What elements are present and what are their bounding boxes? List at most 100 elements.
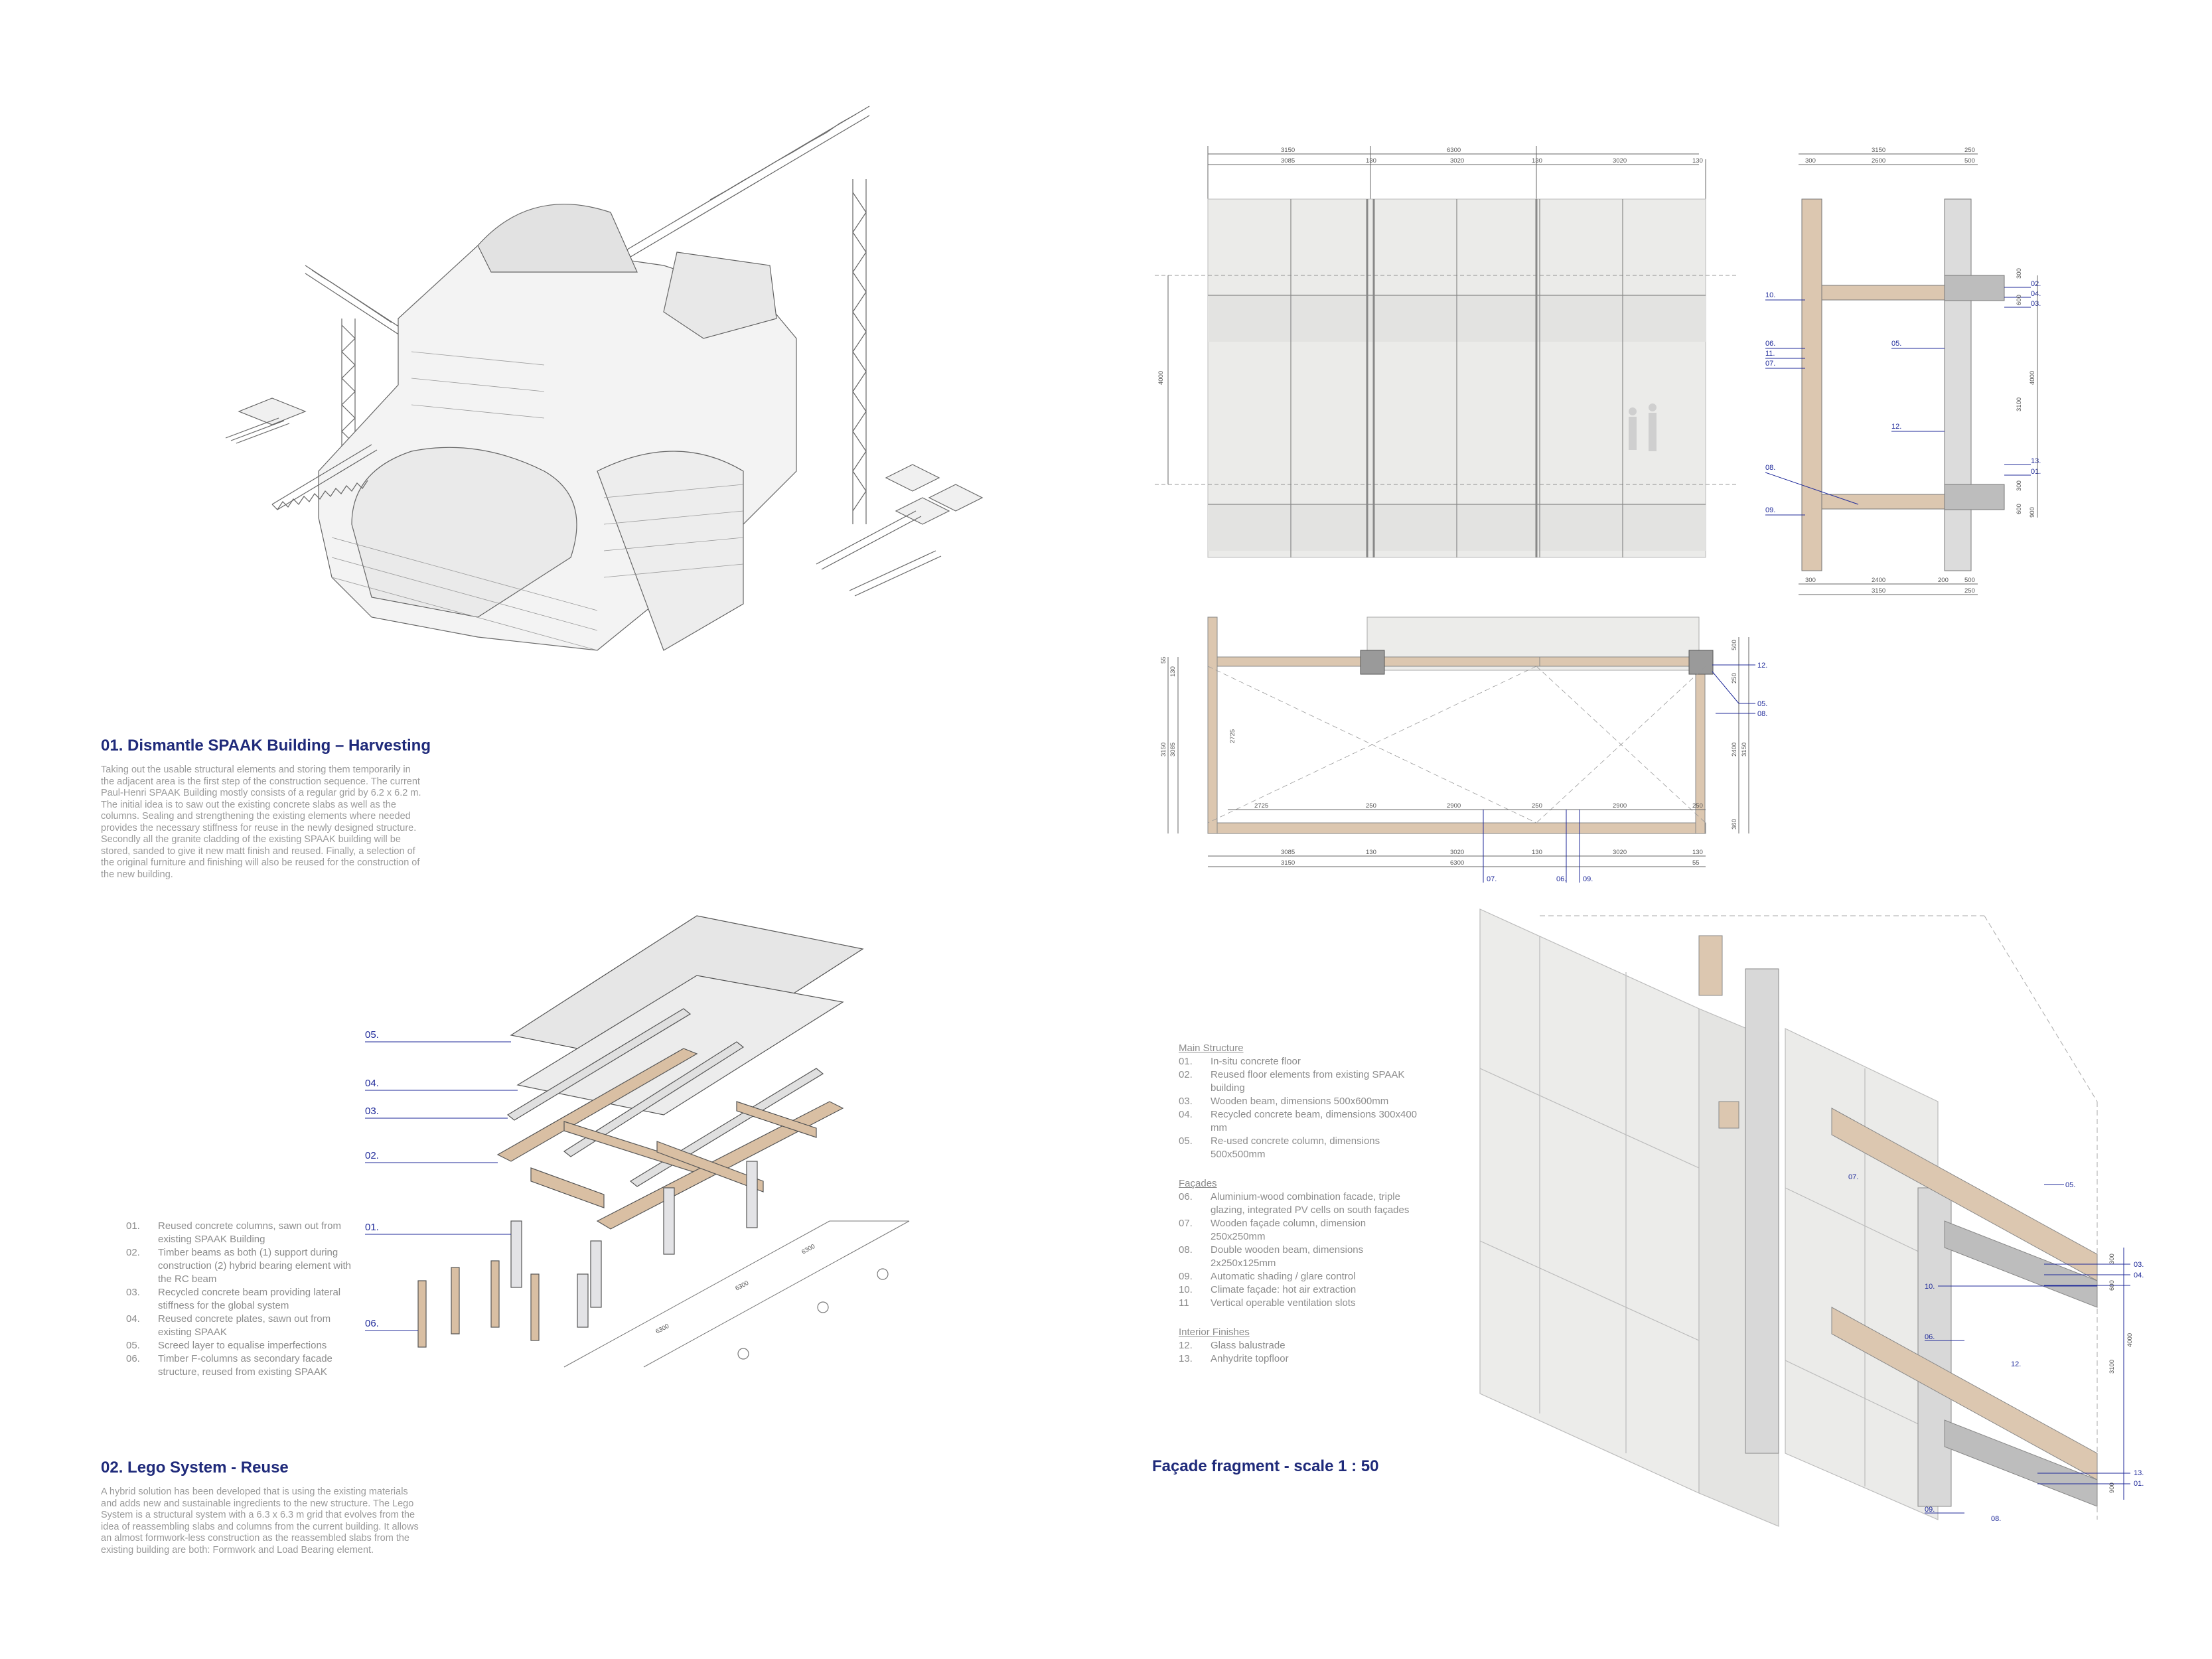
plan-dim: 130 <box>1169 666 1177 677</box>
lego-system-exploded-axon: 05. 04. 03. 02. 01. 06. 6300 6300 6300 <box>365 915 910 1368</box>
axon-dim: 900 <box>2108 1482 2116 1493</box>
axon-tag: 08. <box>1991 1515 2001 1523</box>
sect-tag: 03. <box>2031 300 2041 308</box>
plan-dim: 250 <box>1692 802 1703 810</box>
elev-dim-side: 4000 <box>1157 371 1165 385</box>
sect-tag: 13. <box>2031 457 2041 465</box>
plan-dim: 55 <box>1160 656 1167 664</box>
sect-dim: 300 <box>2016 268 2023 279</box>
elev-dim: 130 <box>1366 157 1376 165</box>
legend-item: 06.Aluminium-wood combination facade, tr… <box>1179 1191 1410 1216</box>
axon-tag: 01. <box>2134 1480 2144 1488</box>
sect-dim: 3100 <box>2016 397 2023 411</box>
legend-item: 08.Double wooden beam, dimensions 2x250x… <box>1179 1244 1364 1269</box>
lego-tag-01: 01. <box>365 1222 379 1233</box>
elev-dim: 130 <box>1532 157 1542 165</box>
legend-item: 04.Recycled concrete beam, dimensions 30… <box>1179 1109 1418 1133</box>
plan-dim: 2400 <box>1731 743 1738 757</box>
sect-tag: 05. <box>1891 340 1901 348</box>
lego-legend-item: 01.Reused concrete columns, sawn out fro… <box>126 1220 341 1245</box>
lego-dim-1: 6300 <box>654 1323 670 1336</box>
plan-tag: 05. <box>1757 700 1767 708</box>
sect-dim: 250 <box>1964 587 1975 595</box>
plan-dim: 2725 <box>1254 802 1268 810</box>
timber-f-columns <box>417 1260 540 1348</box>
plan-dim: 360 <box>1731 819 1738 830</box>
legend-heading-main-structure: Main Structure <box>1179 1043 1244 1054</box>
sect-dim: 250 <box>1964 147 1975 154</box>
glass-facade-panels <box>1479 908 1939 1527</box>
legend-item: 03.Wooden beam, dimensions 500x600mm <box>1179 1096 1389 1107</box>
axon-dim: 3100 <box>2108 1360 2116 1374</box>
plan-dim: 3150 <box>1741 743 1748 757</box>
sect-dim: 200 <box>1938 577 1949 584</box>
sect-dim: 500 <box>1964 157 1975 165</box>
plan-dim: 250 <box>1366 802 1376 810</box>
plan-tag: 08. <box>1757 710 1767 718</box>
lego-dim-2: 6300 <box>734 1279 750 1293</box>
lego-tag-02: 02. <box>365 1150 379 1161</box>
plan-tag: 07. <box>1487 875 1497 883</box>
lego-tag-05: 05. <box>365 1029 379 1041</box>
sect-tag: 12. <box>1891 423 1901 431</box>
axon-tag: 07. <box>1848 1173 1858 1181</box>
sect-dim: 3150 <box>1872 147 1885 154</box>
plan-tag: 06. <box>1556 875 1566 883</box>
sect-tag: 11. <box>1765 350 1775 358</box>
legend-item: 07.Wooden façade column, dimension 250x2… <box>1179 1218 1366 1242</box>
sect-dim: 300 <box>1805 157 1816 165</box>
sect-tag: 01. <box>2031 468 2041 476</box>
lego-legend-item: 02.Timber beams as both (1) support duri… <box>126 1247 351 1285</box>
legend-item: 02.Reused floor elements from existing S… <box>1179 1069 1405 1094</box>
axon-tag: 04. <box>2134 1271 2144 1279</box>
plan-dim: 55 <box>1692 859 1700 867</box>
legend-heading-interior: Interior Finishes <box>1179 1327 1250 1338</box>
lego-legend-item: 05.Screed layer to equalise imperfection… <box>126 1340 327 1351</box>
section1-title: 01. Dismantle SPAAK Building – Harvestin… <box>101 737 431 755</box>
timber-beam-bottom <box>1207 822 1706 834</box>
sect-tag: 06. <box>1765 340 1775 348</box>
sect-dim: 500 <box>1964 577 1975 584</box>
legend-item: 09.Automatic shading / glare control <box>1179 1271 1356 1282</box>
sect-tag: 10. <box>1765 291 1775 299</box>
legend-item: 01.In-situ concrete floor <box>1179 1056 1301 1067</box>
plan-dim: 3085 <box>1281 849 1295 856</box>
axon-dim: 300 <box>2108 1254 2116 1264</box>
axon-tag: 03. <box>2134 1261 2144 1269</box>
axon-dim: 4000 <box>2126 1333 2134 1347</box>
timber-beams <box>496 1048 844 1230</box>
plan-dim: 130 <box>1532 849 1542 856</box>
lego-tag-04: 04. <box>365 1078 379 1089</box>
lego-tag-06: 06. <box>365 1318 379 1329</box>
elev-dim-3150: 3150 <box>1281 147 1295 154</box>
axon-tag: 12. <box>2011 1360 2021 1368</box>
elev-dim: 130 <box>1692 157 1703 165</box>
floor-slabs <box>1821 275 2005 510</box>
lego-dim-3: 6300 <box>800 1243 816 1256</box>
axon-tag: 09. <box>1925 1506 1935 1514</box>
plan-dim: 130 <box>1692 849 1703 856</box>
section2-title: 02. Lego System - Reuse <box>101 1459 289 1477</box>
section2-body: A hybrid solution has been developed tha… <box>101 1486 419 1555</box>
building-massing <box>318 204 797 651</box>
plan-dim: 3020 <box>1450 849 1464 856</box>
plan-dim: 2900 <box>1447 802 1461 810</box>
lego-legend-item: 04.Reused concrete plates, sawn out from… <box>126 1313 331 1338</box>
plan-dim: 130 <box>1366 849 1376 856</box>
legend-heading-facades: Façades <box>1179 1178 1217 1189</box>
sect-tag: 04. <box>2031 290 2041 298</box>
concrete-column <box>1944 198 1972 571</box>
sect-dim: 600 <box>2016 504 2023 514</box>
axon-tag: 10. <box>1925 1283 1935 1291</box>
stored-elements-right <box>816 464 984 597</box>
concrete-plates <box>516 975 844 1116</box>
stored-elements-left <box>225 397 378 510</box>
axon-dim: 600 <box>2108 1280 2116 1291</box>
sect-dim: 4000 <box>2029 371 2036 385</box>
facade-axonometric-fragment: 05. 03. 04. 13. 01. 10. 06. 09. 07. 12. … <box>1479 908 2144 1527</box>
axon-tag: 05. <box>2065 1181 2075 1189</box>
lego-legend: 01.Reused concrete columns, sawn out fro… <box>126 1220 352 1379</box>
sect-tag: 09. <box>1765 506 1775 514</box>
elev-dim-6300: 6300 <box>1447 147 1461 154</box>
